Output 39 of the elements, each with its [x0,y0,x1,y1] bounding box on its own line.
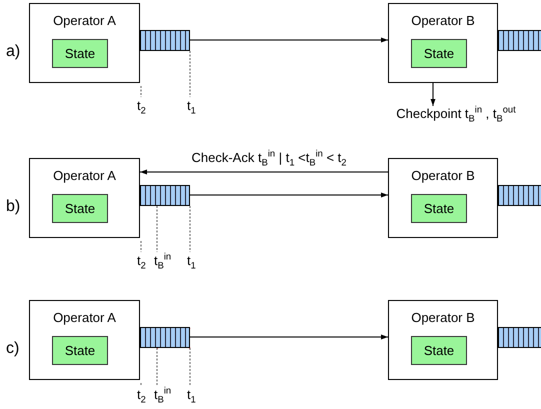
operator-title: Operator B [410,310,476,325]
state-box: State [52,194,108,223]
operator-box [29,3,140,83]
operator-box [388,300,498,380]
queue-buffer [140,185,190,206]
time-label: t$_{1}$ [187,98,196,114]
operator-title: Operator B [410,168,476,183]
operator-box [29,158,140,238]
operator-box [29,300,140,380]
state-box: State [411,336,467,365]
panel-label: c) [6,341,20,357]
queue-buffer [498,185,541,206]
time-label: t$_{2}$ [137,253,146,269]
state-box: State [411,39,467,68]
arrow [190,192,388,198]
arrow [190,38,388,42]
time-label: t$_{1}$ [187,387,196,403]
edge-label: Check-Ack t$_{B}$$^{in}$ | t$_{1}$ <t$_{B}$$^{in}$ < t$_{2}$ [190,150,348,166]
time-label: t$_{2}$ [137,98,146,114]
arrow [430,82,436,106]
state-box: State [411,194,467,223]
state-box: State [52,336,108,365]
operator-title: Operator A [52,168,117,183]
time-label: t$_{2}$ [137,387,146,403]
state-box: State [52,39,108,68]
arrow [190,334,388,340]
queue-buffer [140,327,190,348]
panel-label: b) [6,199,20,215]
arrow [140,170,388,174]
operator-box [388,158,498,238]
queue-buffer [498,30,541,51]
queue-buffer [140,30,190,51]
panel-label: a) [6,44,20,60]
queue-buffer [498,327,541,348]
operator-box [388,3,498,83]
operator-title: Operator B [410,13,476,28]
operator-title: Operator A [52,310,117,325]
time-label: t$_{1}$ [187,253,196,269]
operator-title: Operator A [52,13,117,28]
